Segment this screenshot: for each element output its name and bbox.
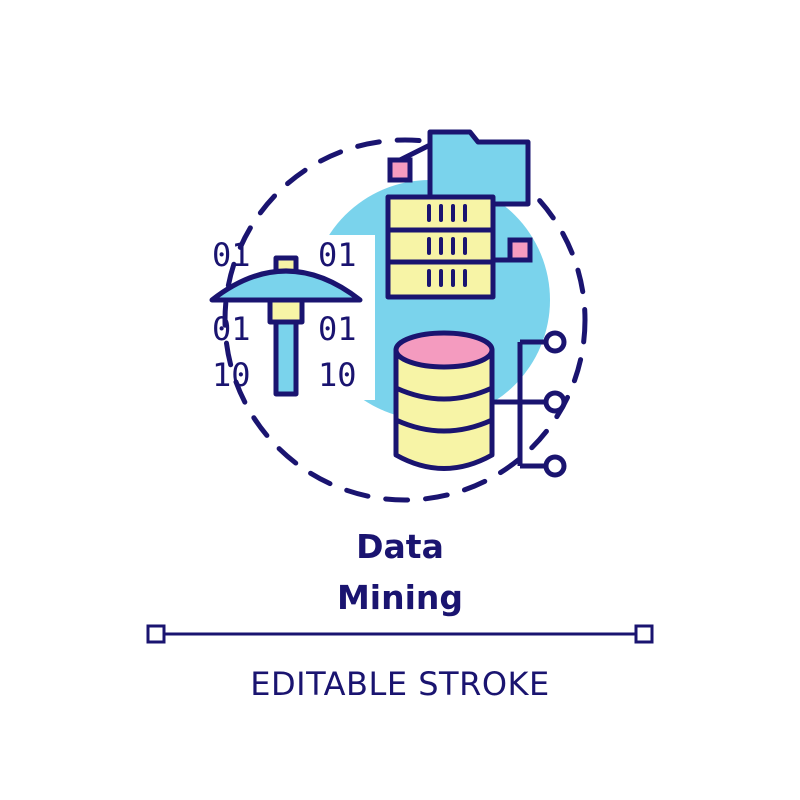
dashed-circle [222,137,588,503]
title-line-2: Mining [336,578,464,617]
binary-bottom-right: 10 [318,356,357,394]
divider-handle-left [146,624,166,644]
database-icon [393,330,495,471]
binary-top-right: 01 [318,236,357,274]
divider-line [146,624,654,644]
network-nodes-icon [492,330,567,478]
folder-icon [427,129,531,207]
binary-digits: 01 01 01 01 10 10 [212,236,357,394]
server-rack-icon [385,194,496,300]
editable-stroke-label: EDITABLE STROKE [250,665,550,703]
pickaxe-icon [209,255,363,397]
data-mining-illustration: 01 01 01 01 10 10 [209,129,588,503]
connector-square-top [387,142,432,183]
connector-square-right [493,237,533,263]
binary-top-left: 01 [212,236,251,274]
binary-bottom-left: 10 [212,356,251,394]
binary-mid-right: 01 [318,310,357,348]
title-line-1: Data [356,527,444,566]
binary-mid-left: 01 [212,310,251,348]
divider-handle-right [634,624,654,644]
